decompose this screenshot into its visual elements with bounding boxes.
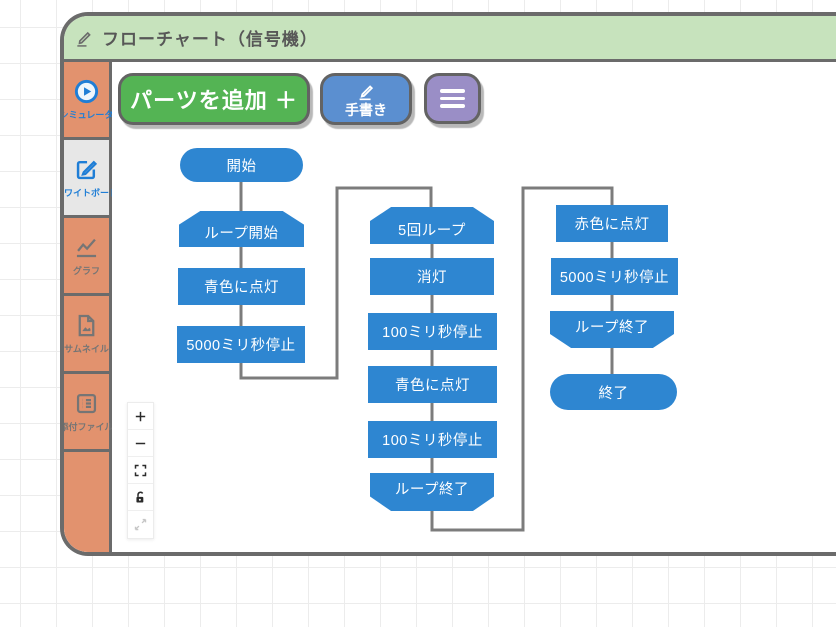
flow-node-blue-on-2[interactable]: 青色に点灯 — [368, 366, 497, 403]
flow-node-loop-start-1[interactable]: ループ開始 — [179, 211, 304, 247]
flow-node-lights-off[interactable]: 消灯 — [370, 258, 494, 295]
handwriting-label: 手書き — [345, 102, 387, 118]
fit-view-button[interactable] — [128, 457, 153, 484]
expand-button[interactable] — [128, 511, 153, 538]
lock-button[interactable] — [128, 484, 153, 511]
hamburger-icon — [440, 89, 465, 108]
flow-node-loop-end-1[interactable]: ループ終了 — [370, 473, 494, 511]
pencil-icon — [355, 81, 377, 103]
sidebar-item-thumbnail[interactable]: サムネイル — [64, 296, 109, 374]
canvas-controls — [127, 402, 154, 539]
sidebar-item-label: 添付ファイル — [64, 422, 114, 432]
toolbar: パーツを追加 ＋ 手書き — [118, 73, 481, 125]
flow-node-end[interactable]: 終了 — [550, 374, 677, 410]
play-icon — [73, 78, 100, 105]
sidebar-item-label: サムネイル — [64, 344, 109, 354]
whiteboard-icon — [73, 156, 100, 183]
menu-button[interactable] — [424, 73, 481, 124]
sidebar-item-attachments[interactable]: 添付ファイル — [64, 374, 114, 452]
sidebar-item-whiteboard[interactable]: ホワイトボード — [64, 140, 118, 218]
expand-icon — [133, 517, 148, 532]
sidebar-item-label: ホワイトボード — [64, 188, 119, 198]
minus-icon — [133, 436, 148, 451]
handwriting-button[interactable]: 手書き — [320, 73, 412, 125]
titlebar: フローチャート（信号機） — [64, 16, 836, 62]
flow-node-wait-5000-1[interactable]: 5000ミリ秒停止 — [177, 326, 305, 363]
flow-node-start[interactable]: 開始 — [180, 148, 303, 182]
thumbnail-icon — [73, 312, 100, 339]
attachment-icon — [73, 390, 100, 417]
lock-icon — [133, 490, 148, 505]
sidebar-item-label: グラフ — [72, 266, 100, 276]
flow-node-blue-on-1[interactable]: 青色に点灯 — [178, 268, 305, 305]
add-parts-button[interactable]: パーツを追加 ＋ — [118, 73, 310, 125]
plus-icon — [133, 409, 148, 424]
sidebar-item-simulator[interactable]: シミュレータ — [64, 62, 113, 140]
sidebar-item-graph[interactable]: グラフ — [64, 218, 109, 296]
flow-node-red-on[interactable]: 赤色に点灯 — [556, 205, 668, 242]
flow-node-wait-5000-2[interactable]: 5000ミリ秒停止 — [551, 258, 678, 295]
flow-node-wait-100-1[interactable]: 100ミリ秒停止 — [368, 313, 497, 350]
sidebar-item-label: シミュレータ — [64, 110, 114, 120]
fit-view-icon — [133, 463, 148, 478]
edit-title-icon[interactable] — [74, 27, 94, 49]
flow-node-wait-100-2[interactable]: 100ミリ秒停止 — [368, 421, 497, 458]
graph-icon — [73, 234, 100, 261]
zoom-out-button[interactable] — [128, 430, 153, 457]
page-title: フローチャート（信号機） — [102, 30, 318, 49]
sidebar: シミュレータホワイトボードグラフサムネイル添付ファイル — [64, 62, 118, 552]
zoom-in-button[interactable] — [128, 403, 153, 430]
flow-node-loop-5[interactable]: 5回ループ — [370, 207, 494, 244]
flow-node-loop-end-2[interactable]: ループ終了 — [550, 311, 674, 348]
